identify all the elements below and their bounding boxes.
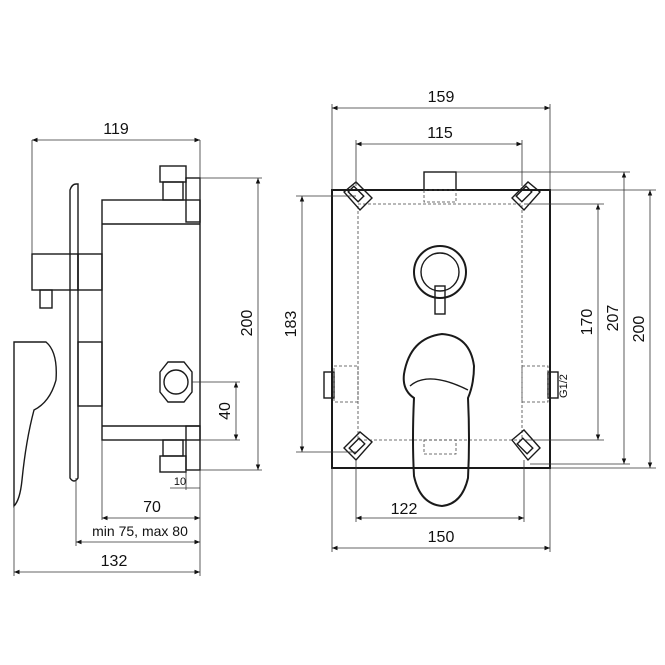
top-port-nut bbox=[159, 165, 187, 183]
front-plate bbox=[331, 189, 551, 469]
dim-label-159: 159 bbox=[428, 89, 455, 106]
bottom-port-nut bbox=[159, 455, 187, 473]
dim-label-183: 183 bbox=[283, 311, 300, 338]
top-port-body bbox=[162, 181, 184, 201]
mount-lug-bottom-right bbox=[511, 429, 541, 462]
front-top-port-hidden bbox=[423, 189, 457, 203]
dim-label-range: min 75, max 80 bbox=[92, 523, 188, 539]
dim-label-70: 70 bbox=[143, 499, 161, 516]
bottom-port-body bbox=[162, 439, 184, 457]
dim-label-200-front: 200 bbox=[631, 316, 648, 343]
front-top-port bbox=[423, 171, 457, 191]
side-view: 119 200 40 10 70 min 75, max 80 132 bbox=[13, 121, 262, 576]
dim-label-119: 119 bbox=[103, 121, 129, 138]
dim-label-122: 122 bbox=[391, 501, 418, 518]
dim-label-170: 170 bbox=[579, 309, 596, 336]
mount-lug-bottom-left bbox=[343, 431, 374, 462]
front-view: G1/2 159 115 183 170 207 200 bbox=[283, 89, 656, 552]
dim-label-150: 150 bbox=[428, 529, 455, 546]
diverter-handle bbox=[434, 285, 446, 315]
dim-label-132: 132 bbox=[101, 553, 128, 570]
thread-label: G1/2 bbox=[558, 374, 570, 398]
side-hex-port bbox=[159, 361, 193, 403]
valve-body bbox=[101, 199, 201, 441]
dim-label-115: 115 bbox=[427, 125, 453, 142]
diverter-stem bbox=[77, 253, 103, 291]
front-left-port-hidden bbox=[333, 365, 359, 403]
diverter-knob-inner bbox=[420, 252, 460, 292]
wall-plate bbox=[69, 183, 79, 482]
hidden-body bbox=[357, 203, 523, 441]
diverter-knob bbox=[31, 253, 79, 291]
lever-edge bbox=[409, 378, 469, 391]
diverter-knob-front bbox=[413, 245, 467, 299]
mixer-lever-front bbox=[402, 332, 476, 508]
front-right-port-hidden bbox=[521, 365, 549, 403]
mixer-lever bbox=[13, 341, 57, 508]
dim-label-200-side: 200 bbox=[239, 310, 256, 337]
dim-label-10: 10 bbox=[174, 476, 186, 488]
mount-lug-top-right bbox=[511, 181, 542, 212]
bottom-port-flange bbox=[185, 425, 201, 471]
side-port-bore bbox=[163, 369, 189, 395]
diverter-pin bbox=[39, 289, 53, 309]
mount-lug-top-left bbox=[342, 181, 373, 212]
dim-label-40: 40 bbox=[217, 402, 234, 420]
front-bottom-port-hidden bbox=[423, 439, 457, 455]
lever-stem bbox=[77, 341, 103, 407]
dim-label-207: 207 bbox=[605, 305, 622, 332]
